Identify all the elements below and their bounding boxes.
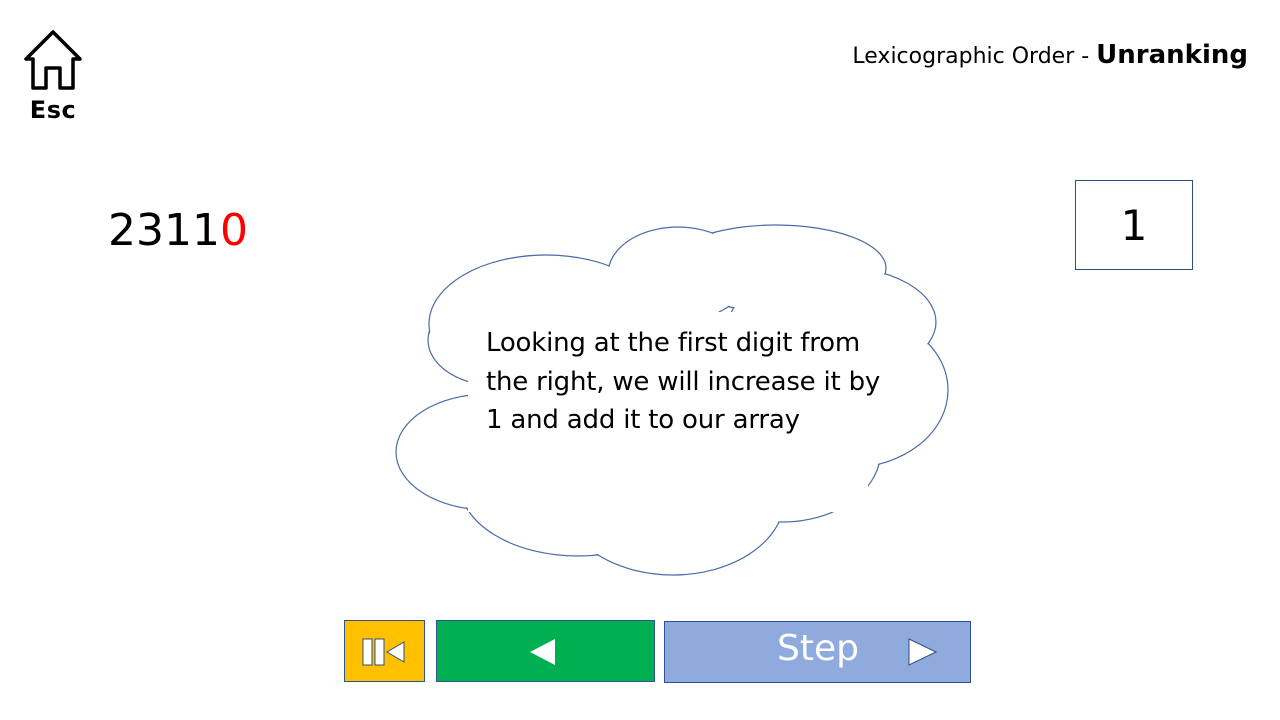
thought-cloud bbox=[395, 224, 949, 576]
esc-label: Esc bbox=[29, 96, 77, 124]
home-icon bbox=[24, 30, 82, 90]
back-button[interactable] bbox=[436, 620, 655, 682]
title-separator: - bbox=[1074, 44, 1097, 69]
sequence-highlighted-digit: 0 bbox=[219, 205, 248, 256]
reset-button[interactable] bbox=[344, 620, 425, 682]
result-value: 1 bbox=[1120, 200, 1148, 250]
result-box: 1 bbox=[1075, 180, 1193, 270]
step-label: Step bbox=[777, 628, 859, 669]
sequence-prefix: 2311 bbox=[108, 205, 220, 256]
play-left-icon bbox=[530, 639, 555, 665]
sequence-display: 23110 bbox=[108, 205, 248, 256]
step-button[interactable]: Step bbox=[664, 621, 971, 683]
home-button[interactable]: Esc bbox=[18, 28, 88, 128]
page-title: Lexicographic Order - Unranking bbox=[852, 40, 1248, 70]
skip-to-start-icon bbox=[362, 638, 405, 666]
title-subject: Lexicographic Order bbox=[852, 44, 1075, 69]
title-mode: Unranking bbox=[1096, 40, 1248, 70]
explanation-text: Looking at the first digit from the righ… bbox=[486, 328, 881, 435]
play-right-icon bbox=[908, 638, 938, 666]
